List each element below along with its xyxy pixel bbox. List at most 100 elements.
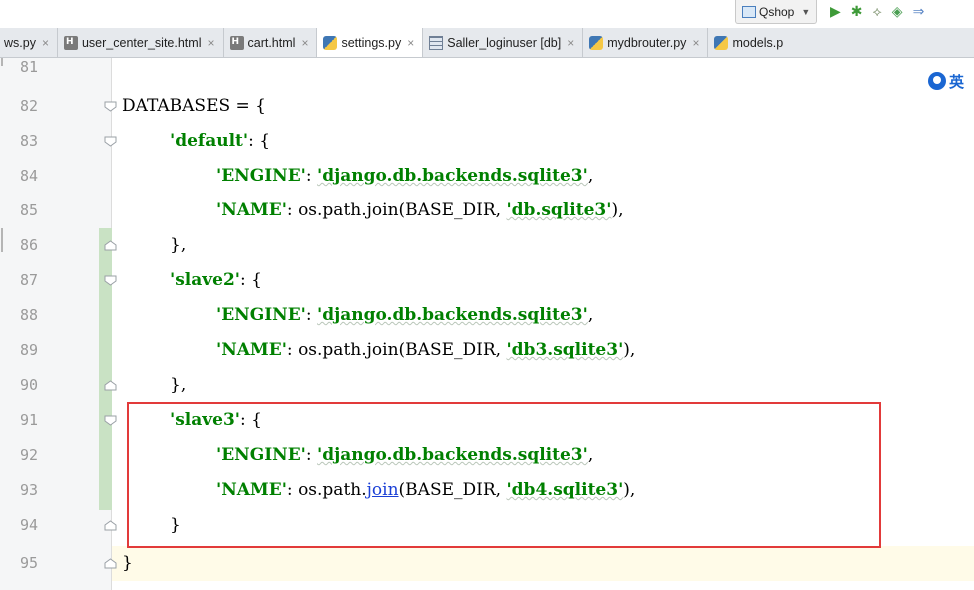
- code-text: :: [305, 305, 318, 325]
- tab-saller-loginuser-db[interactable]: Saller_loginuser [db] ×: [423, 28, 584, 57]
- profile-icon[interactable]: ◈: [891, 3, 903, 19]
- close-icon[interactable]: ×: [41, 35, 49, 50]
- line-number: 95: [20, 554, 39, 572]
- debug-icon[interactable]: ✱: [850, 3, 863, 19]
- line-number: 89: [20, 341, 39, 359]
- line-number: 81: [20, 58, 39, 76]
- tab-models-py[interactable]: models.p: [708, 28, 791, 57]
- code-line-92: 'ENGINE': 'django.db.backends.sqlite3',: [216, 438, 593, 473]
- code-text: }: [122, 553, 133, 573]
- tab-ws-py[interactable]: ws.py ×: [0, 28, 58, 57]
- tab-label: mydbrouter.py: [607, 35, 687, 50]
- code-text: ,: [587, 166, 594, 186]
- line-number-gutter: 81 82 83 84 85 86 87 88 89 90 91 92 93 9…: [0, 58, 112, 590]
- run-config-label: Qshop: [759, 4, 795, 19]
- fold-close-icon[interactable]: [104, 558, 117, 569]
- code-text: }: [170, 515, 181, 535]
- fold-open-icon[interactable]: [104, 275, 117, 286]
- html-file-icon: [63, 35, 78, 50]
- code-text: os.path.: [298, 200, 367, 220]
- code-text: (BASE_DIR,: [398, 340, 507, 360]
- run-config-icon: [742, 5, 756, 18]
- join-reference-link[interactable]: join: [366, 480, 399, 500]
- close-icon[interactable]: ×: [301, 35, 309, 50]
- code-text: : {: [239, 270, 262, 290]
- code-text: ),: [611, 200, 624, 220]
- fold-open-icon[interactable]: [104, 101, 117, 112]
- close-icon[interactable]: ×: [207, 35, 215, 50]
- code-text: join: [366, 200, 399, 220]
- code-text: : {: [248, 131, 271, 151]
- tab-settings-py[interactable]: settings.py ×: [317, 28, 424, 57]
- code-text: :: [305, 445, 318, 465]
- python-file-icon: [323, 36, 338, 50]
- line-number: 84: [20, 167, 39, 185]
- tab-label: models.p: [732, 35, 784, 50]
- db-table-icon: [429, 35, 444, 50]
- string-literal: 'django.db.backends.sqlite3': [317, 305, 588, 325]
- string-literal: 'ENGINE': [216, 445, 306, 465]
- close-icon[interactable]: ×: [407, 36, 415, 50]
- tab-label: cart.html: [247, 35, 296, 50]
- code-line-94: }: [170, 508, 181, 543]
- tab-mydbrouter-py[interactable]: mydbrouter.py ×: [583, 28, 709, 57]
- tab-label: ws.py: [4, 35, 36, 50]
- line-number: 90: [20, 376, 39, 394]
- code-text: ,: [587, 445, 594, 465]
- line-number: 93: [20, 481, 39, 499]
- python-file-icon: [714, 35, 729, 50]
- coverage-icon[interactable]: ⟡: [872, 3, 882, 19]
- code-text: :: [286, 480, 299, 500]
- string-literal: 'slave2': [170, 270, 240, 290]
- code-line-95: }: [122, 546, 133, 581]
- code-line-91: 'slave3': {: [170, 403, 262, 438]
- code-line-87: 'slave2': {: [170, 263, 262, 298]
- line-number: 91: [20, 411, 39, 429]
- tab-label: Saller_loginuser [db]: [447, 35, 562, 50]
- gutter-marker: [1, 58, 3, 66]
- line-number: 86: [20, 236, 39, 254]
- fold-close-icon[interactable]: [104, 240, 117, 251]
- code-line-90: },: [170, 368, 186, 403]
- line-number: 88: [20, 306, 39, 324]
- run-configuration-selector[interactable]: Qshop ▼: [735, 0, 818, 24]
- string-literal: 'default': [170, 131, 249, 151]
- string-literal: 'ENGINE': [216, 166, 306, 186]
- code-text: join: [366, 340, 399, 360]
- line-number: 92: [20, 446, 39, 464]
- string-literal: 'slave3': [170, 410, 240, 430]
- tab-label: user_center_site.html: [81, 35, 202, 50]
- string-literal: 'django.db.backends.sqlite3': [317, 445, 588, 465]
- more-icon[interactable]: ⇒: [912, 3, 925, 19]
- run-icon[interactable]: ▶: [830, 3, 841, 19]
- string-literal: 'NAME': [216, 200, 287, 220]
- tab-user-center-site-html[interactable]: user_center_site.html ×: [58, 28, 224, 57]
- fold-close-icon[interactable]: [104, 380, 117, 391]
- input-method-indicator[interactable]: 英: [928, 70, 965, 92]
- code-text: ),: [623, 480, 636, 500]
- string-literal: 'NAME': [216, 480, 287, 500]
- code-text: },: [170, 235, 187, 255]
- code-text: :: [286, 200, 299, 220]
- line-number: 94: [20, 516, 39, 534]
- line-number: 83: [20, 132, 39, 150]
- code-editor[interactable]: 81 82 83 84 85 86 87 88 89 90 91 92 93 9…: [0, 58, 974, 590]
- code-text: (BASE_DIR,: [398, 200, 507, 220]
- code-line-93: 'NAME': os.path.join(BASE_DIR, 'db4.sqli…: [216, 473, 635, 508]
- close-icon[interactable]: ×: [692, 35, 700, 50]
- toolbar-actions: ▶ ✱ ⟡ ◈ ⇒: [830, 2, 924, 20]
- tab-cart-html[interactable]: cart.html ×: [224, 28, 318, 57]
- close-icon[interactable]: ×: [567, 35, 575, 50]
- code-text: },: [170, 375, 187, 395]
- string-literal: 'NAME': [216, 340, 287, 360]
- ime-label: 英: [949, 73, 965, 91]
- code-line-82: DATABASES = {: [122, 89, 266, 124]
- fold-close-icon[interactable]: [104, 520, 117, 531]
- code-line-86: },: [170, 228, 186, 263]
- fold-open-icon[interactable]: [104, 136, 117, 147]
- code-text: : {: [239, 410, 262, 430]
- code-text: os.path.: [298, 480, 367, 500]
- fold-open-icon[interactable]: [104, 415, 117, 426]
- line-number: 82: [20, 97, 39, 115]
- code-text: os.path.: [298, 340, 367, 360]
